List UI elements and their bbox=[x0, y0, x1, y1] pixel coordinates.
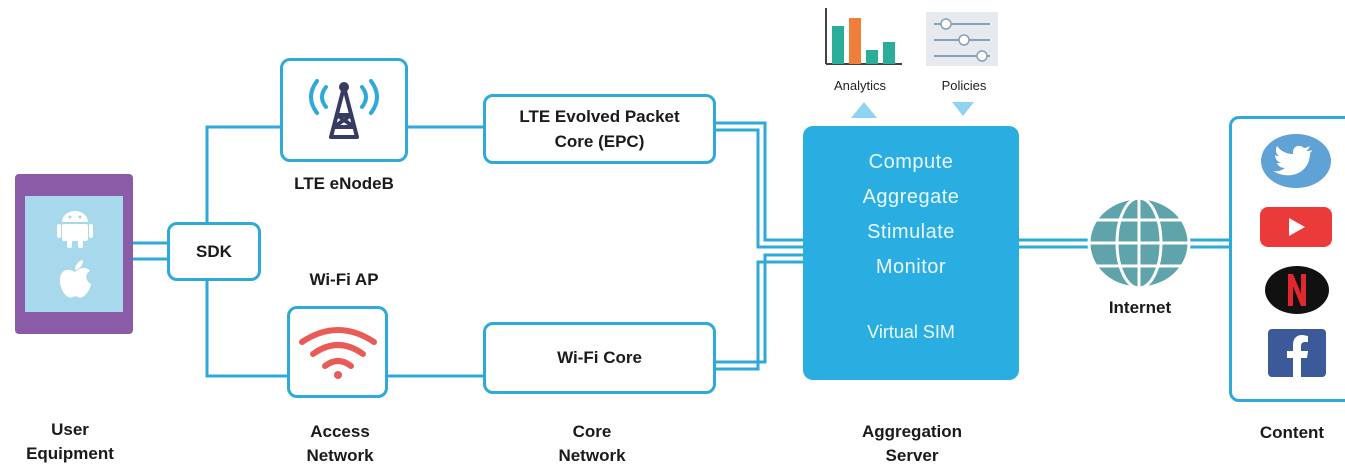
sdk-box: SDK bbox=[167, 222, 261, 281]
lte-enodeb-box bbox=[280, 58, 408, 162]
server-line-stimulate: Stimulate bbox=[867, 221, 955, 243]
youtube-icon bbox=[1260, 207, 1332, 247]
column-label-content: Content bbox=[1259, 423, 1325, 442]
analytics-chart-icon bbox=[825, 8, 902, 65]
antenna-icon bbox=[309, 79, 379, 139]
wifi-ap-label: Wi-Fi AP bbox=[309, 270, 379, 289]
facebook-icon bbox=[1268, 329, 1326, 377]
user-equipment-device bbox=[15, 174, 133, 334]
sdk-label: SDK bbox=[196, 241, 232, 261]
twitter-icon bbox=[1261, 134, 1331, 188]
column-label-user-equipment: User Equipment bbox=[26, 420, 114, 463]
globe-icon bbox=[1087, 196, 1191, 290]
aggregation-server-box: Compute Aggregate Stimulate Monitor Virt… bbox=[803, 126, 1019, 380]
server-line-aggregate: Aggregate bbox=[862, 186, 960, 208]
content-box bbox=[1229, 116, 1345, 402]
server-line-compute: Compute bbox=[868, 151, 954, 173]
epc-box: LTE Evolved Packet Core (EPC) bbox=[483, 94, 716, 164]
epc-label-line2: Core (EPC) bbox=[554, 132, 645, 151]
wifi-icon bbox=[298, 327, 377, 379]
wifi-ap-box bbox=[287, 306, 388, 398]
apple-icon bbox=[59, 260, 91, 298]
policies-label: Policies bbox=[941, 78, 987, 93]
wifi-core-box: Wi-Fi Core bbox=[483, 322, 716, 394]
android-icon bbox=[57, 211, 93, 248]
device-screen bbox=[25, 196, 123, 312]
netflix-icon bbox=[1265, 266, 1329, 314]
wifi-core-label: Wi-Fi Core bbox=[557, 348, 642, 367]
upload-arrow-icon bbox=[851, 102, 877, 118]
column-label-core-network: Core Network bbox=[558, 422, 626, 465]
internet-label: Internet bbox=[1108, 298, 1172, 317]
download-arrow-icon bbox=[952, 102, 974, 116]
policies-sliders-icon bbox=[926, 12, 998, 66]
lte-enodeb-label: LTE eNodeB bbox=[294, 174, 394, 193]
epc-label-line1: LTE Evolved Packet bbox=[519, 107, 680, 126]
analytics-label: Analytics bbox=[833, 78, 887, 93]
server-line-monitor: Monitor bbox=[875, 256, 947, 278]
column-label-aggregation-server: Aggregation Server bbox=[861, 422, 963, 465]
column-label-access-network: Access Network bbox=[306, 422, 374, 465]
virtual-sim-label: Virtual SIM bbox=[867, 322, 955, 342]
